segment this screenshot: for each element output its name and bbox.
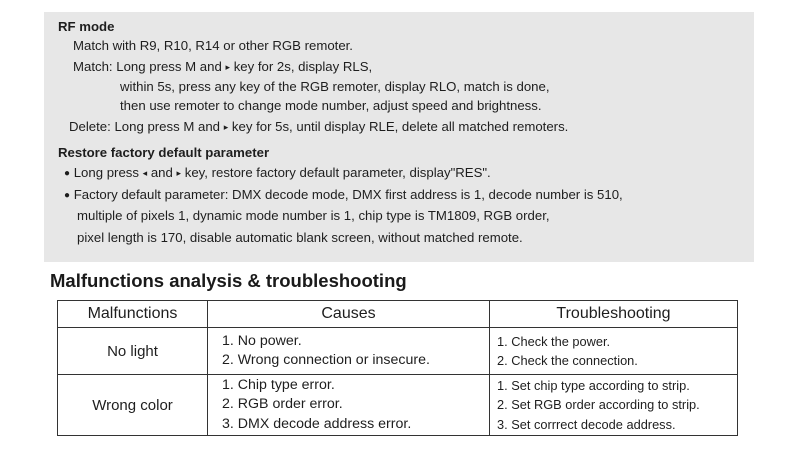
default-params-line-1: Factory default parameter: DMX decode mo… (73, 187, 623, 202)
restore-heading: Restore factory default parameter (58, 145, 270, 160)
table-row: No light 1. No power. 2. Wrong connectio… (57, 327, 738, 375)
rf-match-step-2: within 5s, press any key of the RGB remo… (120, 79, 550, 94)
cause-item: 1. Chip type error. (222, 376, 335, 393)
cause-item: 2. RGB order error. (222, 396, 343, 413)
troubleshooting-table: Malfunctions Causes Troubleshooting No l… (57, 300, 738, 436)
rf-match-step-3: then use remoter to change mode number, … (120, 98, 542, 113)
header-causes: Causes (207, 300, 490, 328)
bullet-icon: ● (64, 168, 71, 179)
delete-text-a: Delete: Long press M and (69, 119, 221, 134)
fix-item: 1. Set chip type according to strip. (497, 377, 690, 393)
header-troubleshooting: Troubleshooting (489, 300, 738, 328)
fix-item: 2. Check the connection. (497, 353, 638, 368)
table-row: Wrong color 1. Chip type error. 2. RGB o… (57, 374, 738, 436)
rf-delete-step: Delete: Long press M and ▸ key for 5s, u… (69, 119, 568, 135)
table-header-row: Malfunctions Causes Troubleshooting (57, 300, 738, 328)
fixes-cell: 1. Set chip type according to strip. 2. … (489, 374, 738, 436)
cause-item: 1. No power. (222, 332, 302, 349)
fixes-cell: 1. Check the power. 2. Check the connect… (489, 327, 738, 375)
header-malfunctions: Malfunctions (57, 300, 208, 328)
fix-item: 2. Set RGB order according to strip. (497, 397, 700, 413)
section-title: Malfunctions analysis & troubleshooting (50, 270, 407, 291)
restore-text-a: Long press (73, 165, 139, 180)
malfunction-cell: No light (57, 327, 208, 375)
default-params-line-3: pixel length is 170, disable automatic b… (77, 230, 523, 245)
causes-cell: 1. Chip type error. 2. RGB order error. … (207, 374, 490, 436)
right-arrow-icon: ▸ (223, 122, 229, 132)
rf-match-step: Match: Long press M and ▸ key for 2s, di… (73, 59, 372, 75)
right-arrow-icon: ▸ (225, 62, 231, 72)
restore-text-b: and (150, 165, 173, 180)
fix-item: 3. Set corrrect decode address. (497, 416, 676, 432)
malfunction-cell: Wrong color (57, 374, 208, 436)
restore-bullet-2: ● Factory default parameter: DMX decode … (64, 187, 623, 204)
cause-item: 3. DMX decode address error. (222, 415, 412, 432)
restore-text-c: key, restore factory default parameter, … (184, 165, 491, 180)
delete-text-b: key for 5s, until display RLE, delete al… (231, 119, 569, 134)
instructions-panel: RF mode Match with R9, R10, R14 or other… (44, 12, 754, 262)
fix-item: 1. Check the power. (497, 333, 611, 349)
right-arrow-icon: ▸ (176, 168, 182, 178)
left-arrow-icon: ◂ (142, 168, 148, 178)
match-text-b: key for 2s, display RLS, (233, 59, 373, 74)
match-text-a: Match: Long press M and (73, 59, 222, 74)
bullet-icon: ● (64, 190, 71, 201)
default-params-line-2: multiple of pixels 1, dynamic mode numbe… (77, 208, 550, 223)
rf-mode-heading: RF mode (58, 19, 115, 34)
causes-cell: 1. No power. 2. Wrong connection or inse… (207, 327, 490, 375)
cause-item: 2. Wrong connection or insecure. (222, 352, 430, 368)
restore-bullet-1: ● Long press ◂ and ▸ key, restore factor… (64, 165, 491, 182)
rf-match-info: Match with R9, R10, R14 or other RGB rem… (73, 38, 353, 53)
